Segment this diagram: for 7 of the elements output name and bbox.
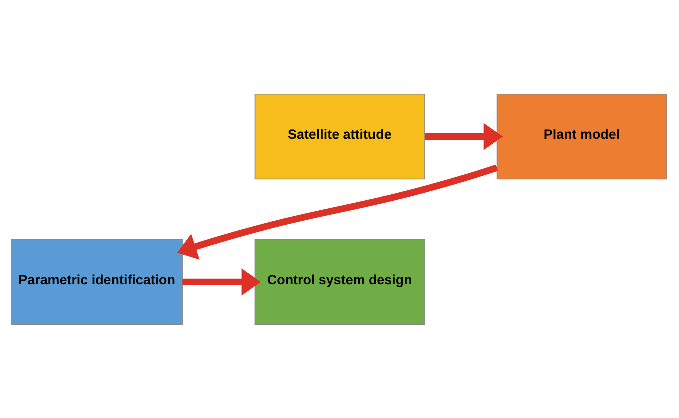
node-box: Control system design: [254, 238, 426, 325]
arrow: [177, 164, 498, 260]
node-box: Parametric identification: [12, 238, 183, 325]
node-box: Plant model: [496, 93, 668, 180]
arrow: [425, 122, 504, 150]
node-box: Satellite attitude: [254, 93, 426, 180]
arrow: [182, 268, 262, 296]
